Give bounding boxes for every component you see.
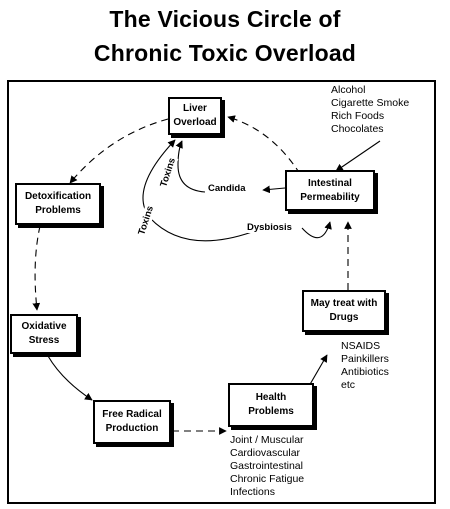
arrow-dysbiosis-loop — [301, 221, 332, 239]
causes-list-item: Cigarette Smoke — [331, 97, 410, 109]
node-liver-overload: Liver Overload — [168, 97, 222, 135]
causes-list-item: Rich Foods — [331, 110, 385, 122]
causes-list-item: Chocolates — [331, 123, 384, 135]
drugs-list-item: Painkillers — [341, 353, 389, 365]
node-may-treat-with-drugs: May treat with Drugs — [302, 290, 386, 332]
node-health-problems: Health Problems — [228, 383, 314, 427]
node-detoxification-problems: Detoxification Problems — [15, 183, 101, 225]
diagram-frame — [7, 80, 436, 504]
drugs-list-item: etc — [341, 379, 356, 391]
arrow-causes-to-intestinal — [335, 140, 381, 172]
node-free-radical-production: Free Radical Production — [93, 400, 171, 444]
health-list-item: Cardiovascular — [230, 447, 301, 459]
node-oxidative-stress: Oxidative Stress — [10, 314, 78, 354]
health-list-item: Infections — [230, 486, 275, 498]
causes-list-item: Alcohol — [331, 84, 366, 96]
health-list-item: Gastrointestinal — [230, 460, 303, 472]
node-intestinal-permeability: Intestinal Permeability — [285, 170, 375, 211]
label-candida: Candida — [207, 183, 247, 194]
drugs-list-item: NSAIDS — [341, 340, 381, 352]
arrow-oxidative-to-freeradical — [47, 355, 93, 401]
arrow-intestinal-to-liver — [227, 115, 301, 175]
label-dysbiosis: Dysbiosis — [246, 222, 293, 233]
arrow-intestinal-to-candida — [262, 185, 286, 194]
arrow-detox-to-oxidative — [32, 225, 41, 311]
health-list-item: Joint / Muscular — [230, 434, 304, 446]
health-list-item: Chronic Fatigue — [230, 473, 305, 485]
arrow-liver-to-detox — [69, 118, 169, 184]
arrow-candida-toxins-inner — [175, 140, 206, 193]
title-line-1: The Vicious Circle of — [109, 6, 341, 32]
drugs-list-item: Antibiotics — [341, 366, 389, 378]
title-line-2: Chronic Toxic Overload — [93, 40, 357, 66]
